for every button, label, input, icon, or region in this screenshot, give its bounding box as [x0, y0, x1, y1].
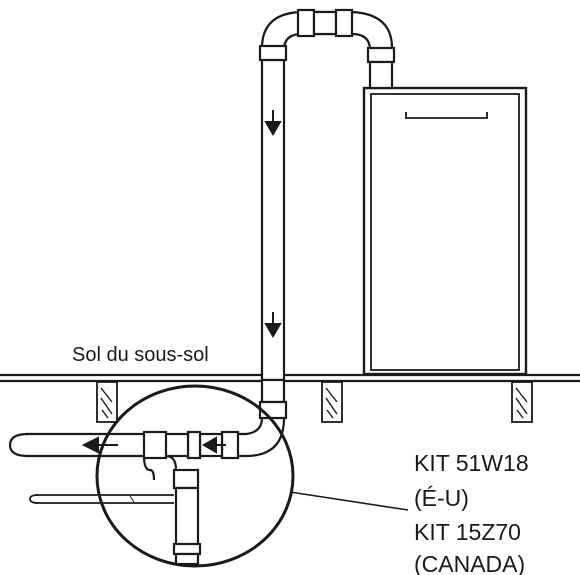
furnace-cabinet — [362, 86, 528, 376]
flow-arrow-down-icon — [264, 312, 282, 338]
basement-floor — [0, 373, 580, 383]
kit-ca-label: KIT 15Z70 — [414, 519, 521, 545]
kit-us-region-label: (É-U) — [414, 485, 469, 511]
kit-ca-region-label: (CANADA) — [414, 551, 525, 575]
floor-joist — [321, 381, 343, 423]
condensate-tube — [29, 494, 174, 504]
kit-us-label: KIT 51W18 — [414, 450, 529, 476]
top-u-bend — [258, 8, 396, 90]
flow-arrow-down-icon — [264, 110, 282, 136]
flow-arrow-left-icon — [202, 436, 226, 454]
floor-joist — [96, 381, 118, 423]
kit-leader-line — [289, 491, 409, 511]
flow-arrow-left-icon — [81, 436, 118, 454]
floor-joists — [96, 381, 533, 423]
kit-detail-ellipse — [95, 384, 295, 568]
bottom-elbow — [236, 400, 288, 458]
horizontal-drain-line — [8, 430, 240, 566]
floor-joist — [511, 381, 533, 423]
floor-label: Sol du sous-sol — [72, 344, 209, 366]
